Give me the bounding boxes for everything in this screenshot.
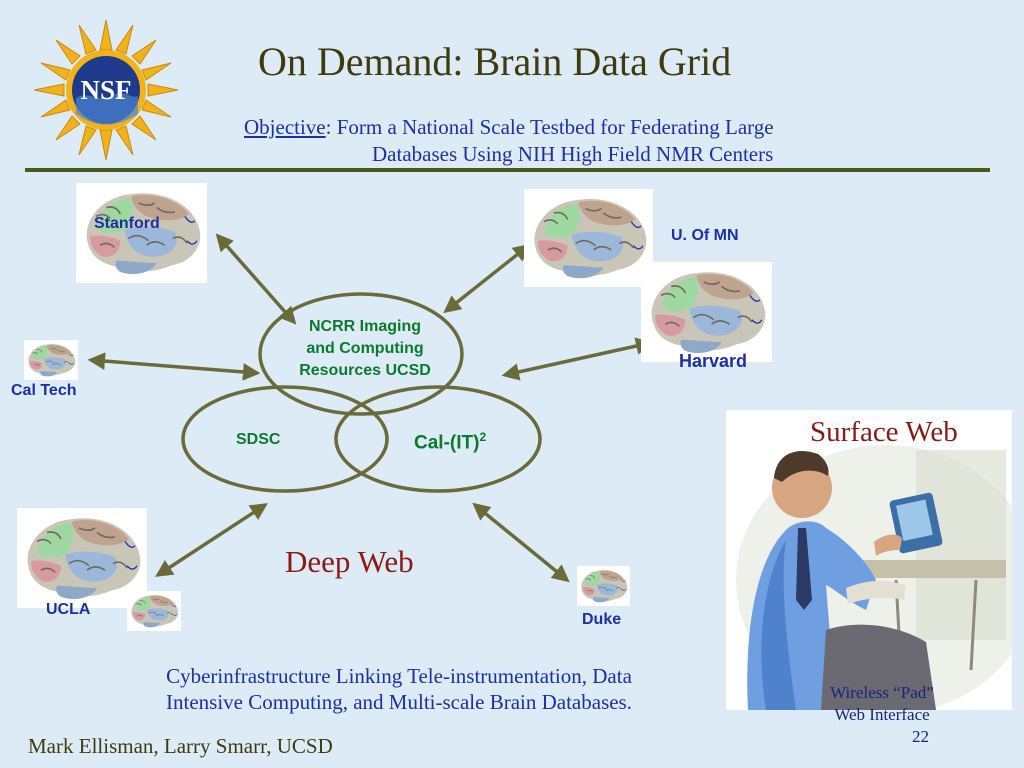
arrow-stanford xyxy=(215,233,297,325)
brain-image-ucla xyxy=(17,508,147,608)
objective-text: Objective: Form a National Scale Testbed… xyxy=(244,114,944,168)
objective-label: Objective xyxy=(244,115,326,139)
authors-footer: Mark Ellisman, Larry Smarr, UCSD xyxy=(28,734,333,758)
site-label-duke: Duke xyxy=(582,611,622,628)
arrow-harvard xyxy=(501,337,654,381)
arrow-ucla xyxy=(155,503,268,577)
brain-image-stanford xyxy=(76,183,207,283)
ncrr-label-line3: Resources UCSD xyxy=(299,362,431,379)
ncrr-label: NCRR Imaging and Computing Resources UCS… xyxy=(280,316,450,382)
bottom-caption-line1: Cyberinfrastructure Linking Tele-instrum… xyxy=(166,664,632,688)
deep-web-label: Deep Web xyxy=(285,544,414,579)
bottom-caption-line2: Intensive Computing, and Multi-scale Bra… xyxy=(166,690,632,714)
bottom-caption: Cyberinfrastructure Linking Tele-instrum… xyxy=(96,663,702,715)
pad-caption-line2: Web Interface xyxy=(834,705,930,724)
page-title: On Demand: Brain Data Grid xyxy=(258,39,732,84)
arrow-u-of-mn xyxy=(443,243,531,314)
objective-line1: : Form a National Scale Testbed for Fede… xyxy=(325,115,774,139)
calit-label: Cal-(IT)2 xyxy=(414,430,486,454)
arrow-duke xyxy=(472,502,570,583)
brain-image-cal-tech xyxy=(24,340,78,380)
objective-line2: Databases Using NIH High Field NMR Cente… xyxy=(372,142,774,166)
brain-image-duke xyxy=(577,566,630,606)
ncrr-label-line2: and Computing xyxy=(306,340,424,357)
site-label-cal-tech: Cal Tech xyxy=(11,382,77,399)
pad-caption-line1: Wireless “Pad” xyxy=(830,683,934,702)
site-label-stanford: Stanford xyxy=(94,215,160,232)
calit-label-text: Cal-(IT) xyxy=(414,432,480,454)
ncrr-label-line1: NCRR Imaging xyxy=(309,318,421,335)
nsf-logo-text: NSF xyxy=(80,75,132,105)
site-label-harvard: Harvard xyxy=(679,351,748,371)
header-divider xyxy=(25,168,990,172)
slide-number: 22 xyxy=(912,727,929,746)
site-label-u-of-mn: U. Of MN xyxy=(671,227,739,244)
sdsc-label: SDSC xyxy=(236,431,281,448)
sdsc-ellipse xyxy=(181,385,389,493)
calit-ellipse xyxy=(334,385,542,493)
surface-web-image xyxy=(726,410,1012,710)
brain-image-harvard xyxy=(641,262,772,362)
calit-label-sup: 2 xyxy=(479,430,487,444)
surface-web-label: Surface Web xyxy=(810,416,958,448)
brain-image-u-of-mn xyxy=(524,189,653,287)
pad-caption: Wireless “Pad” Web Interface xyxy=(790,682,974,726)
brain-image-ucla-small xyxy=(127,591,181,631)
arrow-cal-tech xyxy=(87,352,261,381)
nsf-logo: NSF xyxy=(30,18,182,163)
site-label-ucla: UCLA xyxy=(46,601,91,618)
